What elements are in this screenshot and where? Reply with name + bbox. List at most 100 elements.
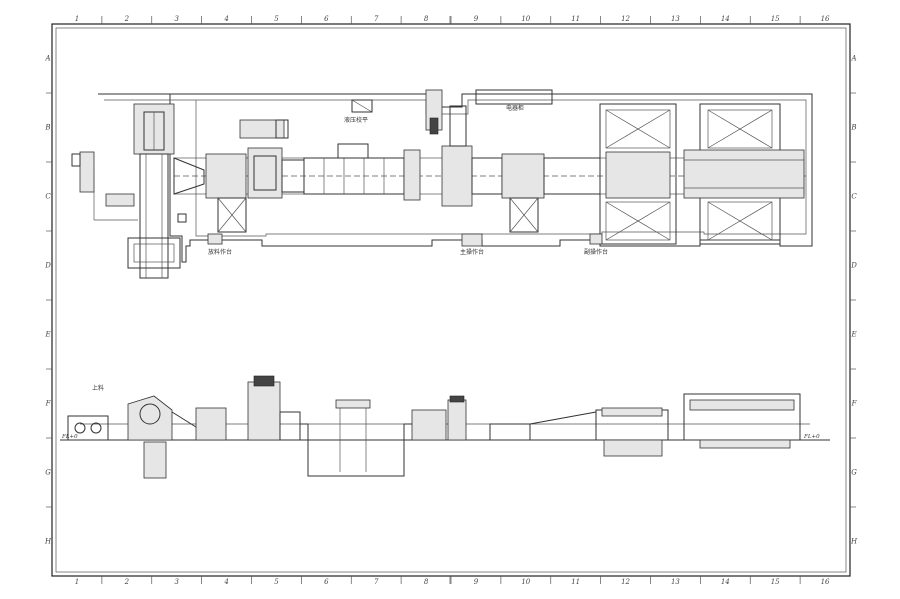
grid-col-label-top: 4 bbox=[223, 15, 228, 23]
grid-col-label-bottom: 9 bbox=[474, 578, 479, 586]
grid-col-label-top: 10 bbox=[521, 15, 530, 23]
shear-block bbox=[403, 149, 421, 201]
grid-col-label-bottom: 11 bbox=[571, 578, 580, 586]
feed-nose bbox=[173, 157, 205, 195]
label-material-input: 上料 bbox=[92, 384, 104, 392]
coil-car-pit-inner bbox=[133, 243, 175, 263]
elev-uncoiler-pit bbox=[143, 441, 167, 479]
label-electric-cabinet: 电器柜 bbox=[506, 104, 524, 112]
measuring-unit-core bbox=[449, 105, 467, 147]
elev-leveler-tower bbox=[247, 381, 281, 441]
operator-desk-left bbox=[207, 233, 223, 245]
elev-feeder bbox=[411, 409, 447, 441]
cabinet bbox=[475, 89, 553, 105]
top-small-unit-diag bbox=[351, 99, 373, 113]
grid-col-label-bottom: 5 bbox=[274, 578, 279, 586]
elev-uncoiler-reel bbox=[139, 403, 161, 425]
grid-col-label-top: 6 bbox=[324, 15, 329, 23]
grid-row-label-left: E bbox=[44, 331, 50, 339]
label-fl-right: FL+0 bbox=[803, 434, 820, 440]
elev-coil-base bbox=[67, 415, 109, 441]
label-hydraulic-leveler: 液压校平 bbox=[344, 116, 368, 124]
elev-coil-roll-1 bbox=[74, 422, 86, 434]
coil-car-track bbox=[139, 153, 169, 279]
stacker-1-box-top bbox=[605, 109, 671, 149]
grid-col-label-bottom: 13 bbox=[671, 578, 680, 586]
elev-leveler-head bbox=[253, 375, 275, 387]
stacker-2-top-diag-2 bbox=[707, 109, 773, 149]
grid-row-label-left: H bbox=[44, 538, 52, 546]
stacker-2-table bbox=[683, 149, 805, 199]
elev-transfer-ramp bbox=[529, 411, 597, 440]
grid-row-label-right: A bbox=[850, 55, 856, 63]
grid-col-label-top: 8 bbox=[424, 15, 429, 23]
grid-col-label-top: 15 bbox=[771, 15, 780, 23]
grid-row-labels-right: A B C D E F G H bbox=[850, 55, 858, 546]
plan-view: 液压校平 电器柜 放料作台 主操作台 副操作台 bbox=[71, 89, 813, 279]
grid-col-label-bottom: 7 bbox=[374, 578, 379, 586]
label-operator-center: 主操作台 bbox=[460, 248, 484, 256]
hydraulic-unit bbox=[79, 151, 95, 193]
elev-shear-head bbox=[449, 395, 465, 403]
elev-leveler-side bbox=[279, 411, 301, 441]
grid-row-label-left: B bbox=[44, 124, 50, 132]
elevation-view: 上料 FL+0 FL+0 bbox=[60, 375, 830, 479]
leveling-machine-core bbox=[253, 155, 277, 191]
conveyor-pit-2 bbox=[509, 197, 539, 233]
grid-col-label-bottom: 15 bbox=[771, 578, 780, 586]
stacker-1-box-bottom bbox=[605, 201, 671, 241]
grid-row-label-right: E bbox=[850, 331, 856, 339]
elev-uncoiler bbox=[127, 395, 173, 441]
shear-head bbox=[429, 117, 439, 135]
elev-stacker-2-bed bbox=[699, 439, 791, 449]
grid-col-label-bottom: 8 bbox=[424, 578, 429, 586]
grid-col-label-top: 7 bbox=[374, 15, 379, 23]
grid-row-label-right: D bbox=[850, 262, 857, 270]
operator-desk-right bbox=[589, 233, 603, 245]
grid-row-label-left: C bbox=[45, 193, 51, 201]
grid-row-label-right: F bbox=[851, 400, 858, 408]
elev-stacker-2-top bbox=[689, 399, 795, 411]
label-operator-right: 副操作台 bbox=[584, 248, 608, 256]
straightener bbox=[205, 153, 247, 199]
elev-conveyor bbox=[489, 423, 531, 441]
label-fl-left: FL+0 bbox=[61, 434, 78, 440]
elev-stacker-1-top bbox=[601, 407, 663, 417]
grid-col-label-bottom: 16 bbox=[821, 578, 830, 586]
grid-row-label-right: H bbox=[850, 538, 858, 546]
grid-col-label-top: 11 bbox=[571, 15, 580, 23]
grid-col-label-bottom: 14 bbox=[721, 578, 730, 586]
stacker-1-bot-diag-2 bbox=[605, 201, 671, 241]
straightener-pit bbox=[217, 197, 247, 233]
stacker-2-bot-diag-2 bbox=[707, 201, 773, 241]
elev-loop-stand bbox=[335, 399, 371, 409]
hydraulic-unit-tank bbox=[71, 153, 81, 167]
grid-col-label-bottom: 10 bbox=[521, 578, 530, 586]
grid-row-label-right: G bbox=[851, 469, 857, 477]
small-column bbox=[177, 213, 187, 223]
grid-col-label-bottom: 12 bbox=[621, 578, 630, 586]
label-operator-left: 放料作台 bbox=[208, 248, 232, 256]
elev-coil-roll-2 bbox=[90, 422, 102, 434]
grid-col-label-top: 9 bbox=[474, 15, 479, 23]
grid-row-label-left: D bbox=[44, 262, 51, 270]
loading-device bbox=[105, 193, 135, 207]
grid-row-label-right: C bbox=[851, 193, 857, 201]
grid-col-label-top: 1 bbox=[75, 15, 79, 23]
grid-row-label-left: G bbox=[45, 469, 51, 477]
leveling-top-unit bbox=[239, 119, 285, 139]
grid-row-label-left: A bbox=[44, 55, 50, 63]
grid-col-label-top: 3 bbox=[174, 15, 179, 23]
grid-row-label-right: B bbox=[850, 124, 856, 132]
grid-col-label-bottom: 3 bbox=[174, 578, 179, 586]
hydraulic-leveler-box bbox=[337, 143, 369, 159]
plan-foundation-outline bbox=[98, 93, 813, 263]
stacker-2-box-bottom bbox=[707, 201, 773, 241]
elev-straightener bbox=[195, 407, 227, 441]
grid-col-label-bottom: 4 bbox=[223, 578, 228, 586]
grid-col-label-bottom: 6 bbox=[324, 578, 329, 586]
grid-col-label-top: 14 bbox=[721, 15, 730, 23]
